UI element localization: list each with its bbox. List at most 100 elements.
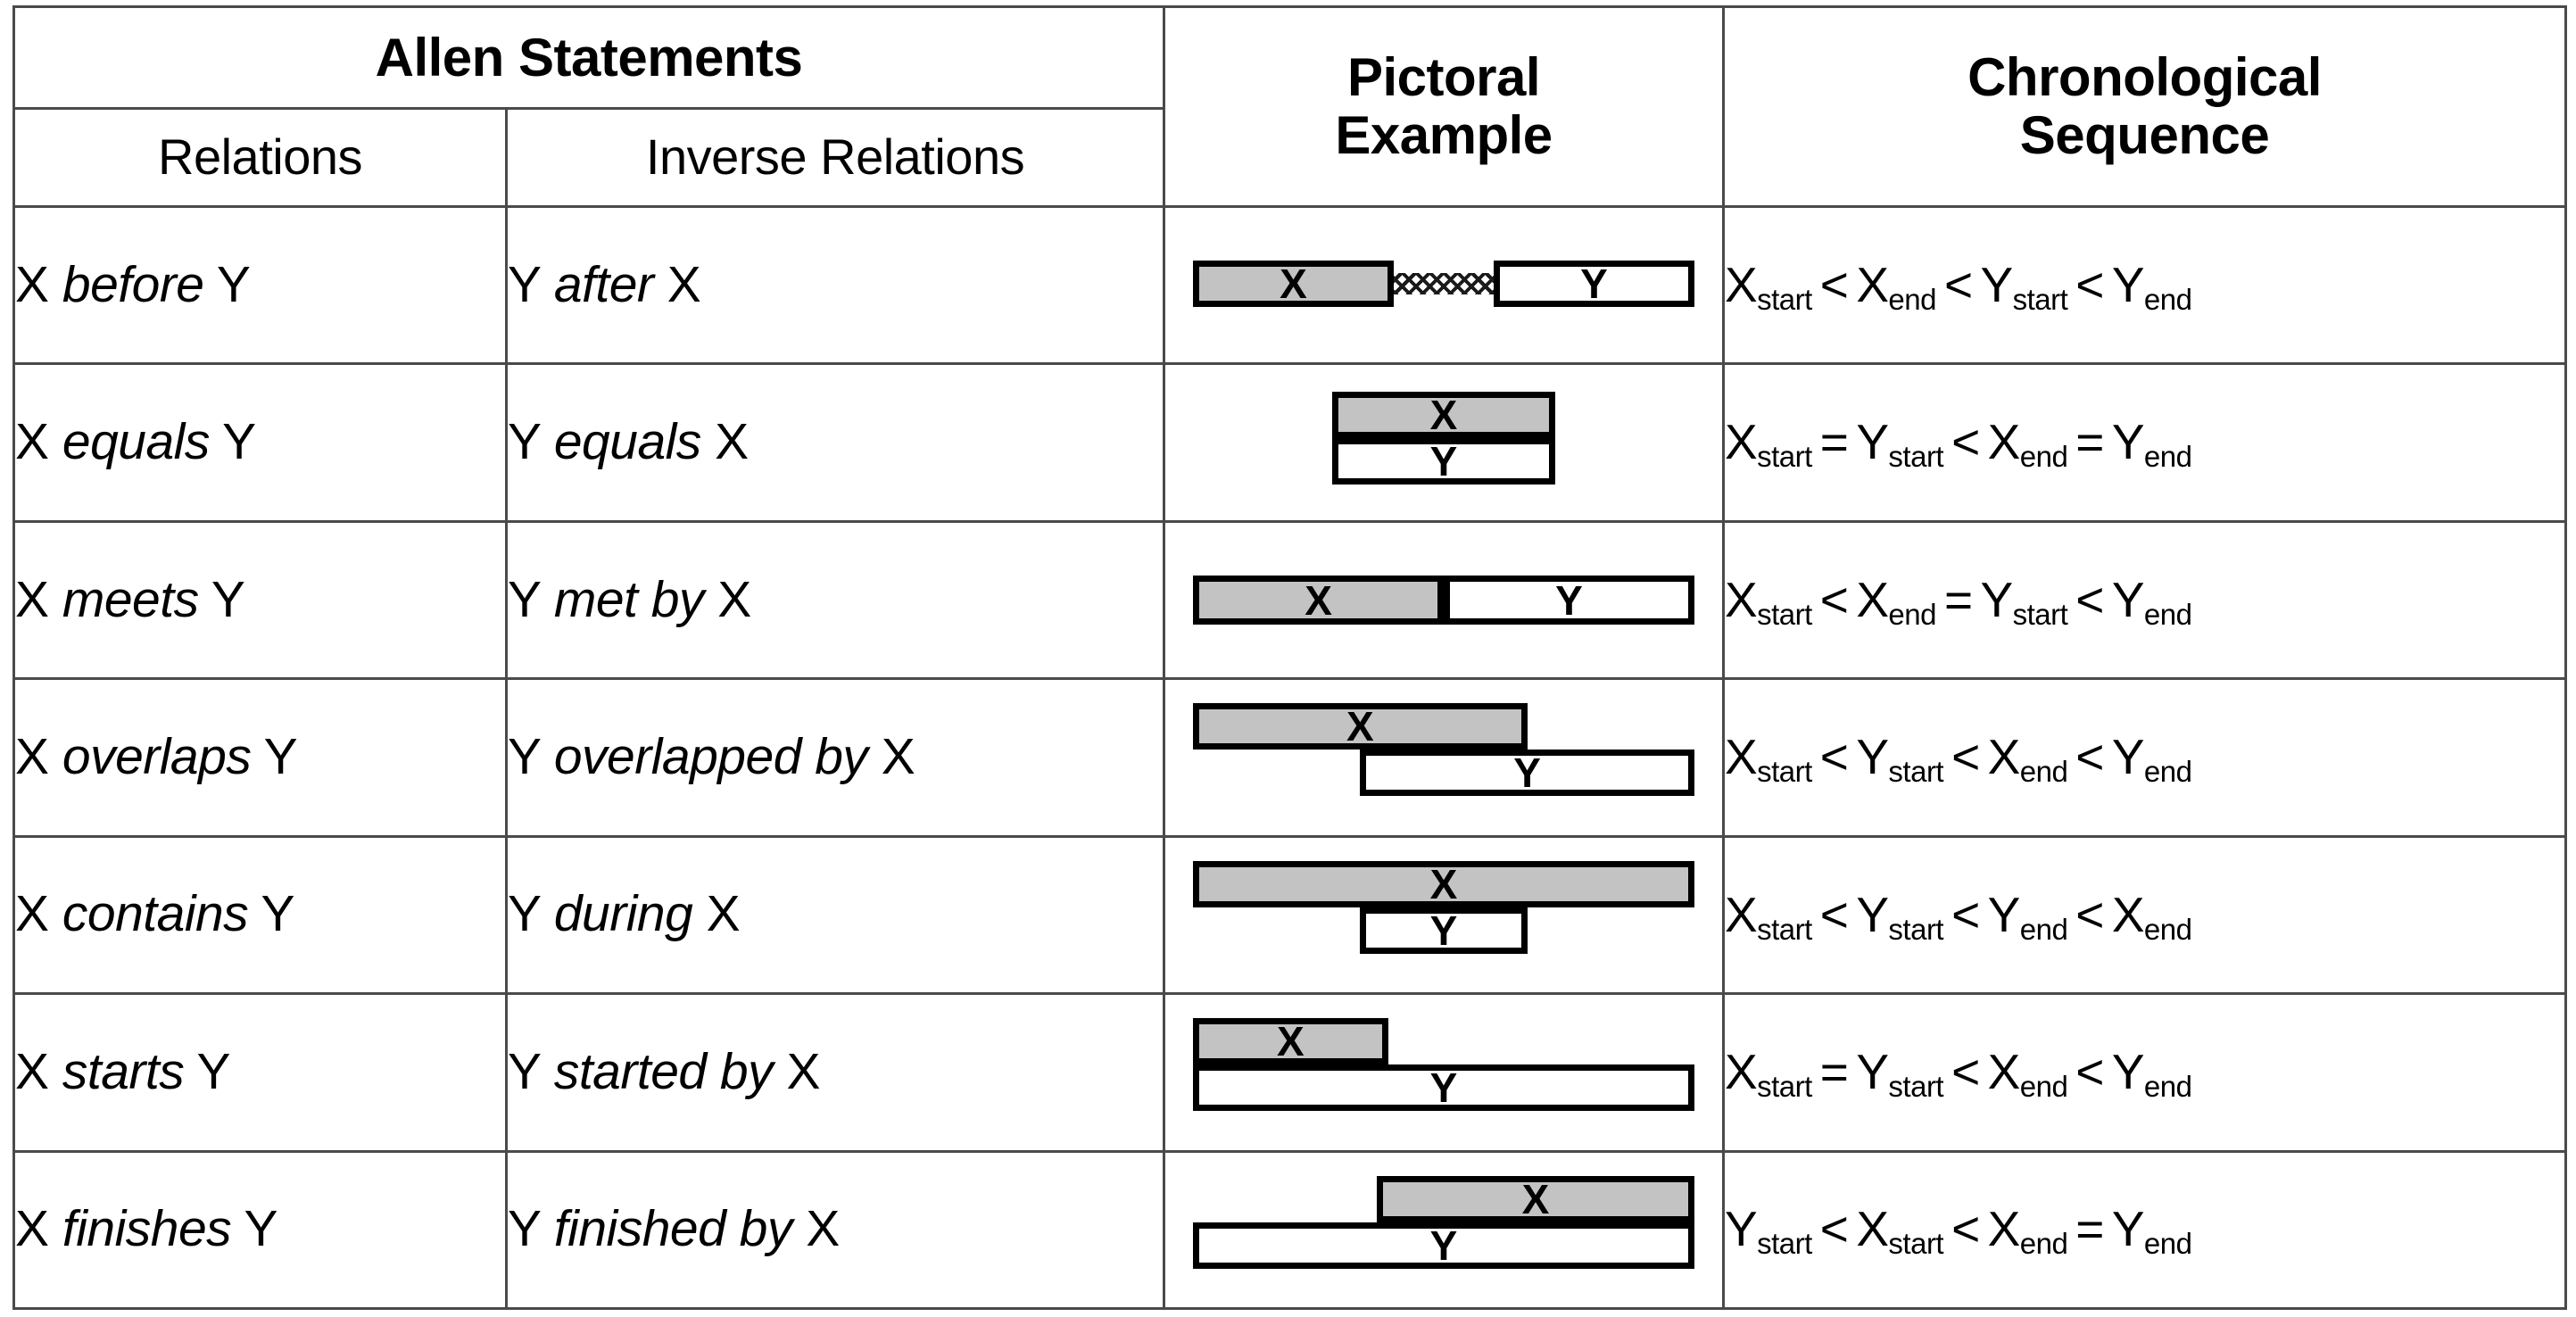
relation-verb: contains <box>62 885 249 943</box>
relation-subject: X <box>15 255 49 313</box>
sequence-subscript: end <box>2019 440 2068 474</box>
interval-bar-y: Y <box>1193 1222 1694 1269</box>
sequence-term: Xend <box>1987 729 2068 789</box>
interval-bar-x-label: X <box>1429 391 1458 438</box>
relation-verb: overlaps <box>62 728 252 786</box>
table-header: Allen Statements Pictoral Example Chrono… <box>12 5 2568 208</box>
sequence-operator: = <box>1819 414 1849 470</box>
inverse-verb: started by <box>553 1042 774 1100</box>
sequence-operator: < <box>1819 256 1849 312</box>
sequence-term: Xend <box>1987 1043 2068 1104</box>
header-chronological-line2: Sequence <box>2019 104 2270 165</box>
sequence-subscript: start <box>1888 912 1944 946</box>
sequence-subscript: end <box>2143 1227 2192 1261</box>
sequence-subscript: start <box>2012 283 2068 317</box>
inverse-subject: Y <box>508 885 541 943</box>
inverse-subject: Y <box>508 570 541 628</box>
relation-subject: X <box>15 728 49 786</box>
inverse-object: X <box>717 570 751 628</box>
sequence-subscript: start <box>1757 283 1812 317</box>
sequence-subscript: end <box>1888 597 1936 631</box>
relation-object: Y <box>222 413 256 471</box>
relation-object: Y <box>196 1042 231 1100</box>
relation-subject: X <box>15 885 49 943</box>
sequence-operator: = <box>1819 1043 1849 1099</box>
sequence-subscript: end <box>2143 440 2192 474</box>
sequence-subscript: start <box>1888 1227 1944 1261</box>
sequence-operator: < <box>2075 886 2104 942</box>
inverse-object: X <box>881 728 915 786</box>
inverse-verb: after <box>553 255 654 313</box>
relation-cell-equals: X equals Y <box>12 362 508 523</box>
interval-bar-y-label: Y <box>1429 1222 1458 1269</box>
inverse-relation-cell-overlaps: Y overlapped by X <box>504 677 1166 838</box>
inverse-verb: overlapped by <box>553 728 868 786</box>
interval-bar-x: X <box>1193 260 1394 307</box>
gap-hatch-icon <box>1393 272 1495 295</box>
sequence-term: Ystart <box>1856 1043 1944 1104</box>
sequence-term: Ystart <box>1856 886 1944 946</box>
interval-bar-x: X <box>1332 391 1555 438</box>
inverse-object: X <box>786 1042 821 1100</box>
sequence-term: Xstart <box>1725 1043 1812 1104</box>
interval-bar-x-label: X <box>1305 576 1332 624</box>
sequence-term: Xend <box>1856 571 1936 631</box>
sequence-term: Ystart <box>1725 1201 1812 1261</box>
inverse-object: X <box>706 885 741 943</box>
interval-bar-y: Y <box>1494 260 1694 307</box>
interval-bar-x: X <box>1193 575 1444 625</box>
sequence-term: Yend <box>2111 414 2192 474</box>
sequence-operator: < <box>1951 1201 1980 1257</box>
interval-bar-y: Y <box>1444 575 1694 625</box>
sequence-term: Ystart <box>1856 414 1944 474</box>
sequence-term: Xend <box>2111 886 2192 946</box>
inverse-relation-cell-starts: Y started by X <box>504 992 1166 1153</box>
sequence-operator: < <box>1951 886 1980 942</box>
relation-cell-before: X before Y <box>12 204 508 366</box>
interval-bar-x-label: X <box>1346 703 1374 750</box>
interval-bar-y-label: Y <box>1429 1064 1458 1112</box>
sequence-term: Yend <box>1987 886 2068 946</box>
sequence-subscript: end <box>2143 755 2192 789</box>
chronological-sequence-cell-overlaps: Xstart<Ystart<Xend<Yend <box>1722 677 2568 838</box>
sequence-operator: < <box>1819 1201 1849 1257</box>
sequence-subscript: end <box>2019 755 2068 789</box>
chronological-sequence-cell-before: Xstart<Xend<Ystart<Yend <box>1722 204 2568 366</box>
sequence-term: Yend <box>2111 1043 2192 1104</box>
relation-subject: X <box>15 570 49 628</box>
sequence-term: Xstart <box>1725 571 1812 631</box>
inverse-subject: Y <box>508 255 541 313</box>
relation-cell-overlaps: X overlaps Y <box>12 677 508 838</box>
relation-verb: meets <box>62 570 199 628</box>
sequence-operator: < <box>1951 1043 1980 1099</box>
interval-bar-y-label: Y <box>1429 437 1458 485</box>
sequence-term: Xstart <box>1856 1201 1944 1261</box>
header-chronological-line1: Chronological <box>1967 46 2322 107</box>
sequence-term: Ystart <box>1980 256 2068 317</box>
inverse-relation-cell-before: Y after X <box>504 204 1166 366</box>
sequence-operator: < <box>2075 571 2104 627</box>
inverse-relation-cell-meets: Y met by X <box>504 519 1166 681</box>
interval-bar-x-label: X <box>1280 260 1307 307</box>
inverse-subject: Y <box>508 413 541 471</box>
sequence-operator: = <box>2075 1201 2104 1257</box>
header-row-sub: Relations Inverse Relations <box>12 107 2566 208</box>
sequence-term: Xstart <box>1725 256 1812 317</box>
relation-verb: equals <box>62 413 210 471</box>
chronological-sequence-cell-starts: Xstart=Ystart<Xend<Yend <box>1722 992 2568 1153</box>
header-inverse-relations: Inverse Relations <box>504 107 1166 208</box>
relation-subject: X <box>15 1200 49 1258</box>
sequence-operator: < <box>2075 729 2104 785</box>
sequence-subscript: end <box>2143 1070 2192 1104</box>
interval-bar-x-label: X <box>1429 860 1458 907</box>
